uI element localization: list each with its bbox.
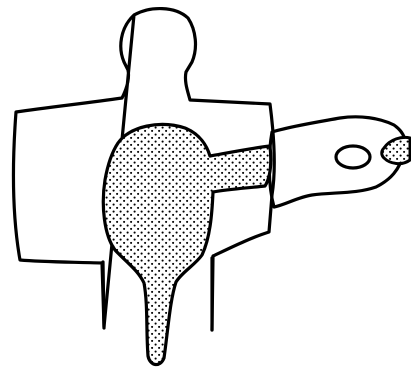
leg-left — [103, 262, 104, 328]
sound-hole — [336, 146, 370, 168]
instrument-body — [103, 124, 270, 364]
tuning-knob — [382, 137, 410, 163]
